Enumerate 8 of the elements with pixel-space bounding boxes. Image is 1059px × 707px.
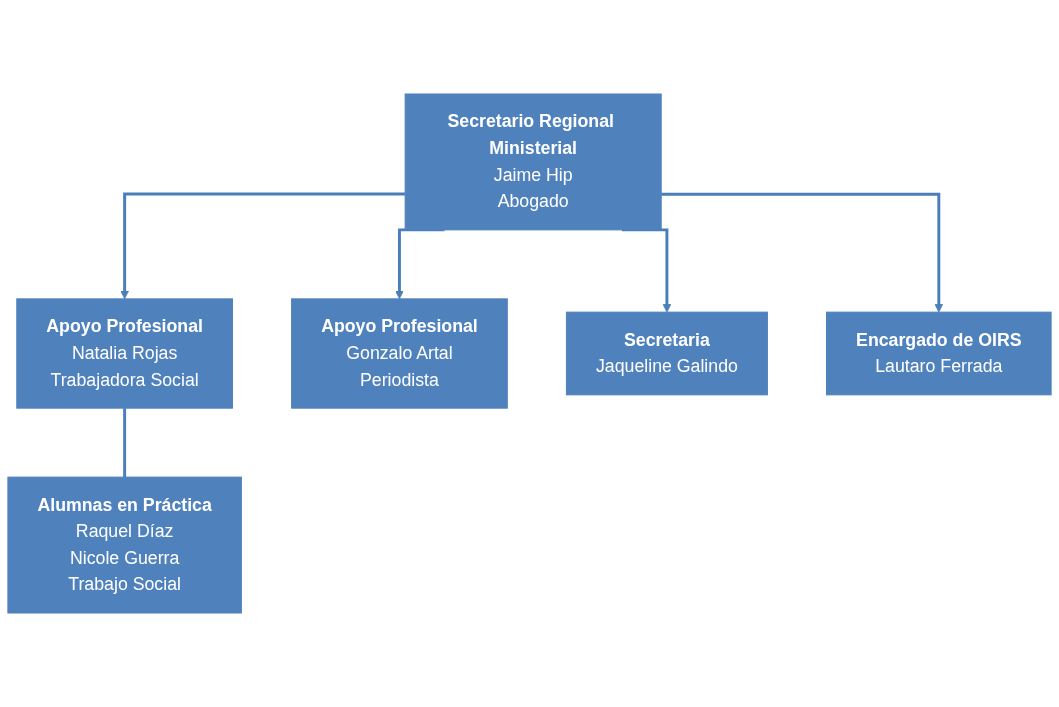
node-box: Alumnas en Práctica Raquel Díaz Nicole Guerra Trabajo Social: [7, 476, 242, 614]
node-box: Secretaria Jaqueline Galindo: [565, 311, 768, 396]
arrow: [661, 192, 944, 313]
node-box: Encargado de OIRS Lautaro Ferrada: [826, 311, 1052, 396]
node-box: Secretario Regional Ministerial Jaime Hip Abogado: [404, 93, 662, 231]
node-box: Apoyo Profesional Gonzalo Artal Periodista: [291, 298, 508, 409]
arrow: [120, 192, 406, 300]
node-box: Apoyo Profesional Natalia Rojas Trabajadora Social: [16, 298, 233, 409]
